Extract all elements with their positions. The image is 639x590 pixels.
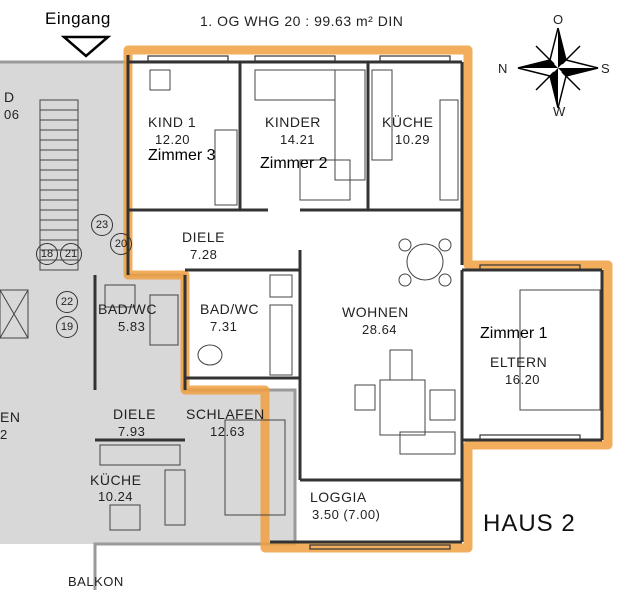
room-loggia-name: LOGGIA bbox=[310, 489, 367, 505]
room-kueche-area: 10.29 bbox=[395, 132, 431, 147]
entrance-label: Eingang bbox=[45, 9, 111, 28]
staircase bbox=[0, 99, 79, 339]
neighbor-balkon-label: BALKON bbox=[68, 574, 124, 589]
neighbor-unit bbox=[0, 60, 297, 590]
compass-s: S bbox=[601, 61, 611, 76]
room-eltern-note: Zimmer 1 bbox=[480, 325, 548, 342]
room-kind1-name: KIND 1 bbox=[148, 114, 197, 130]
neighbor-room-area: 06 bbox=[4, 107, 20, 122]
marker-circle: 18 bbox=[36, 243, 58, 265]
marker-circle: 23 bbox=[91, 214, 113, 236]
neighbor-diele-name: DIELE bbox=[113, 406, 156, 422]
neighbor-left-room-name: EN bbox=[0, 409, 21, 425]
room-eltern-area: 16.20 bbox=[505, 372, 541, 387]
neighbor-kueche-area: 10.24 bbox=[98, 489, 134, 504]
room-loggia-area: 3.50 (7.00) bbox=[312, 507, 381, 522]
plan-title: 1. OG WHG 20 : 99.63 m² DIN bbox=[200, 13, 404, 29]
compass-n: N bbox=[498, 61, 508, 76]
room-diele-area: 7.28 bbox=[190, 247, 218, 262]
room-wohnen-area: 28.64 bbox=[362, 322, 398, 337]
neighbor-left-room-area: 2 bbox=[0, 427, 8, 442]
compass-rose-icon bbox=[517, 27, 599, 109]
marker-circle: 21 bbox=[60, 243, 82, 265]
compass-w: W bbox=[553, 104, 566, 119]
furniture bbox=[99, 69, 601, 531]
room-bad-area: 7.31 bbox=[210, 319, 238, 334]
neighbor-diele-area: 7.93 bbox=[118, 424, 146, 439]
marker-circle: 22 bbox=[56, 291, 78, 313]
entrance-arrow-icon bbox=[60, 35, 112, 58]
room-eltern-name: ELTERN bbox=[490, 354, 548, 370]
windows bbox=[147, 55, 581, 550]
neighbor-bad-area: 5.83 bbox=[118, 319, 146, 334]
room-bad-name: BAD/WC bbox=[200, 301, 259, 317]
room-diele-name: DIELE bbox=[182, 229, 225, 245]
neighbor-schlafen-area: 12.63 bbox=[210, 424, 246, 439]
neighbor-room-name: D bbox=[4, 89, 15, 105]
marker-circle: 19 bbox=[56, 316, 78, 338]
marker-circle: 20 bbox=[110, 233, 132, 255]
room-kinder-area: 14.21 bbox=[280, 132, 316, 147]
room-kind1-note: Zimmer 3 bbox=[148, 147, 216, 164]
room-wohnen-name: WOHNEN bbox=[342, 304, 409, 320]
neighbor-kueche-name: KÜCHE bbox=[90, 472, 142, 488]
neighbor-schlafen-name: SCHLAFEN bbox=[186, 406, 265, 422]
room-kinder-name: KINDER bbox=[265, 114, 321, 130]
room-kind1-area: 12.20 bbox=[155, 132, 191, 147]
room-kinder-note: Zimmer 2 bbox=[260, 155, 328, 172]
room-kueche-name: KÜCHE bbox=[382, 114, 434, 130]
compass-o: O bbox=[553, 12, 564, 27]
neighbor-bad-name: BAD/WC bbox=[98, 301, 157, 317]
house-label: HAUS 2 bbox=[483, 510, 576, 537]
